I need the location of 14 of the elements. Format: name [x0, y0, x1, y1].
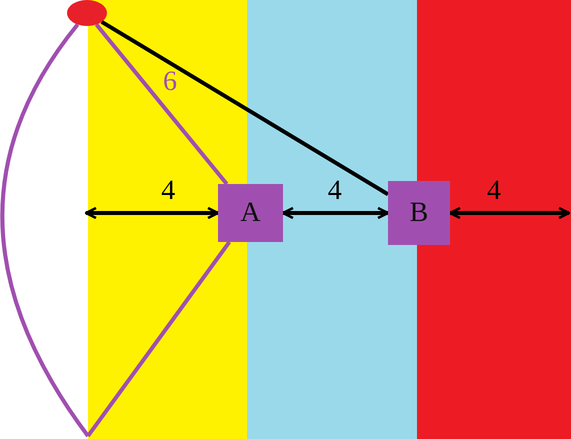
square-node: A	[218, 184, 283, 242]
line	[94, 23, 228, 186]
double-arrow	[448, 206, 570, 220]
edge-label: 6	[163, 68, 177, 96]
edge-label: 4	[487, 177, 501, 205]
double-arrow	[282, 206, 390, 220]
double-arrow	[84, 206, 220, 220]
edge-label: 4	[328, 177, 342, 205]
square-node: B	[388, 181, 450, 245]
edge-label: 4	[161, 177, 176, 205]
line	[0, 23, 90, 438]
point-dot	[67, 0, 107, 26]
line	[100, 20, 390, 196]
line	[86, 240, 231, 438]
